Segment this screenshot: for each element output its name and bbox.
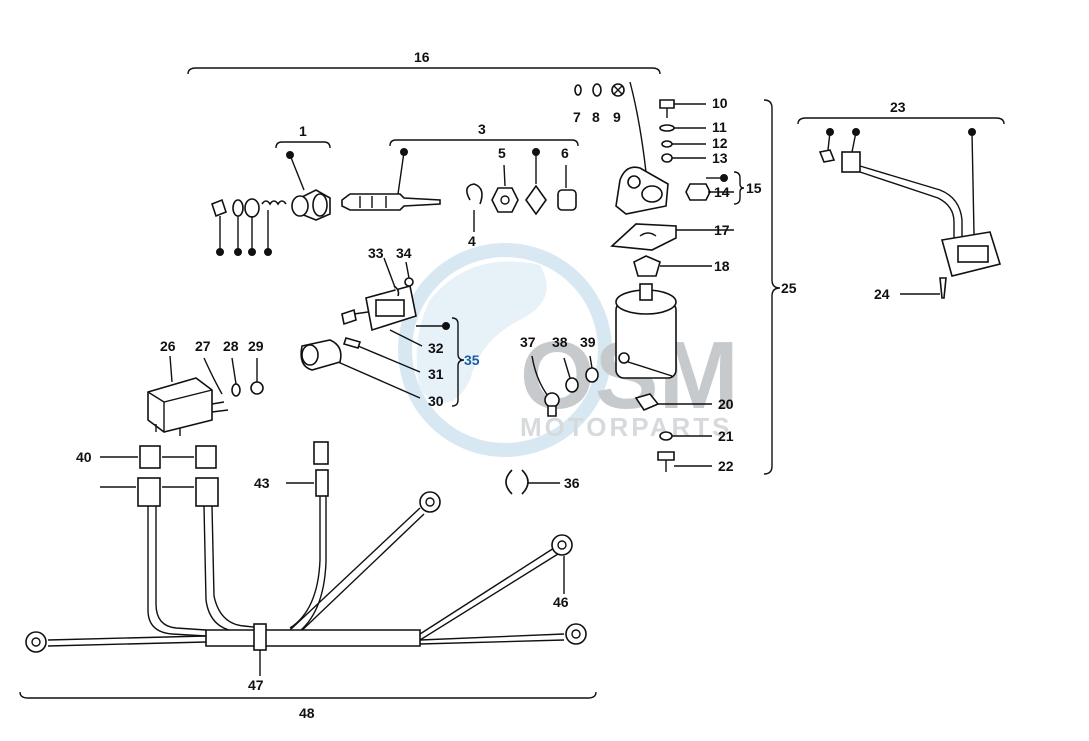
label-10: 10 xyxy=(712,95,728,111)
label-37: 37 xyxy=(520,334,536,350)
label-17: 17 xyxy=(714,222,730,238)
parts-30-35 xyxy=(300,257,450,399)
watermark-globe-land xyxy=(416,261,547,403)
label-24: 24 xyxy=(874,286,890,302)
watermark-subtitle: MOTORPARTS xyxy=(520,412,732,442)
bracket-1 xyxy=(275,141,331,149)
label-26: 26 xyxy=(160,338,176,354)
label-11: 11 xyxy=(712,119,727,135)
label-15: 15 xyxy=(746,180,762,196)
parts-37-39 xyxy=(531,355,599,417)
part-3-sensor xyxy=(341,148,577,232)
label-39: 39 xyxy=(580,334,596,350)
label-22: 22 xyxy=(718,458,734,474)
watermark-globe xyxy=(398,243,612,457)
bracket-35 xyxy=(451,317,465,407)
label-6: 6 xyxy=(561,145,569,161)
label-43: 43 xyxy=(254,475,270,491)
label-1: 1 xyxy=(299,123,307,139)
bracket-25 xyxy=(763,99,781,475)
label-7: 7 xyxy=(573,109,581,125)
watermark: OSM MOTORPARTS xyxy=(398,243,739,457)
labels: 16 1 3 4 5 6 7 8 9 10 11 12 13 14 15 17 … xyxy=(76,49,906,721)
label-36: 36 xyxy=(564,475,580,491)
label-29: 29 xyxy=(248,338,264,354)
starter-motor-assembly xyxy=(610,99,734,472)
label-28: 28 xyxy=(223,338,239,354)
label-47: 47 xyxy=(248,677,264,693)
bracket-3 xyxy=(389,139,579,147)
label-35: 35 xyxy=(464,352,480,368)
label-9: 9 xyxy=(613,109,621,125)
wiring-harness xyxy=(25,441,587,676)
label-13: 13 xyxy=(712,150,728,166)
bracket-48 xyxy=(19,691,597,699)
label-12: 12 xyxy=(712,135,728,151)
label-3: 3 xyxy=(478,121,486,137)
label-48: 48 xyxy=(299,705,315,721)
bracket-15 xyxy=(733,171,745,205)
label-8: 8 xyxy=(592,109,600,125)
label-4: 4 xyxy=(468,233,476,249)
label-46: 46 xyxy=(553,594,569,610)
label-30: 30 xyxy=(428,393,444,409)
label-38: 38 xyxy=(552,334,568,350)
parts-26-29-relay xyxy=(147,355,264,436)
label-31: 31 xyxy=(428,366,444,382)
label-32: 32 xyxy=(428,340,444,356)
label-23: 23 xyxy=(890,99,906,115)
part-23-regulator xyxy=(818,128,1002,299)
bracket-16 xyxy=(187,67,661,75)
bracket-23 xyxy=(797,117,1005,125)
label-34: 34 xyxy=(396,245,412,261)
parts-7-8-9 xyxy=(574,81,647,173)
label-18: 18 xyxy=(714,258,730,274)
label-33: 33 xyxy=(368,245,384,261)
label-5: 5 xyxy=(498,145,506,161)
label-21: 21 xyxy=(718,428,734,444)
label-14: 14 xyxy=(714,184,730,200)
label-16: 16 xyxy=(414,49,430,65)
part-36-clip xyxy=(505,469,560,495)
part-1-switch xyxy=(211,151,331,256)
label-27: 27 xyxy=(195,338,211,354)
label-20: 20 xyxy=(718,396,734,412)
label-40: 40 xyxy=(76,449,92,465)
label-25: 25 xyxy=(781,280,797,296)
